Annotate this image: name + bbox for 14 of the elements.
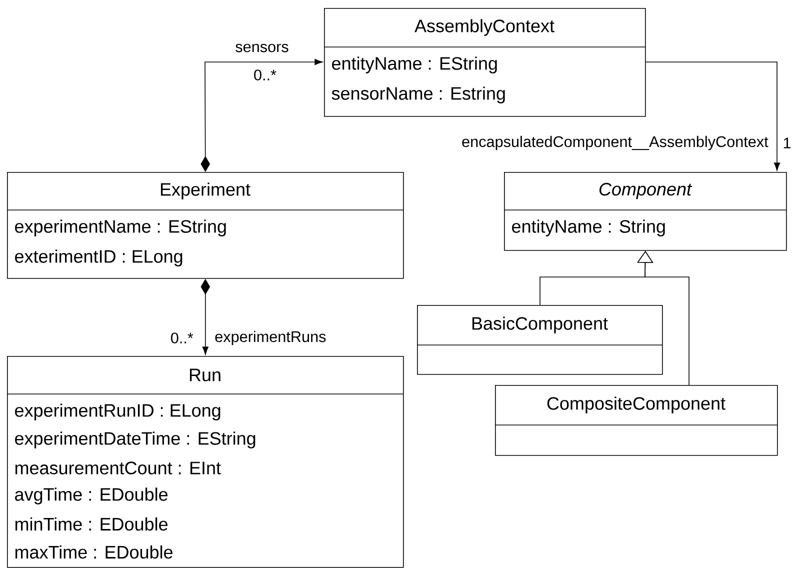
class-box: CompositeComponent [494, 385, 778, 456]
class-box: Run experimentRunID : ELong experimentDateTime : EString measurementCount : EInt avgTime : EDouble minTime : EDouble maxTime : EDouble [6, 356, 404, 568]
class-box: AssemblyContext entityName : EString sensorName : Estring [324, 8, 646, 117]
multiplicity-label: 1 [781, 136, 793, 150]
multiplicity-label: 0..* [169, 331, 195, 345]
association-arrow [200, 58, 323, 172]
class-box: BasicComponent [416, 305, 663, 375]
class-box: Experiment experimentName : EString exterimentID : ELong [6, 172, 404, 279]
edge-label: encapsulatedComponent__AssemblyContext [460, 134, 770, 152]
class-box: Component entityName : String [504, 172, 787, 251]
multiplicity-label: 0..* [252, 68, 278, 82]
edge-label: sensors [234, 42, 290, 54]
edge-label: experimentRuns [213, 330, 328, 346]
association-arrow [645, 62, 780, 171]
